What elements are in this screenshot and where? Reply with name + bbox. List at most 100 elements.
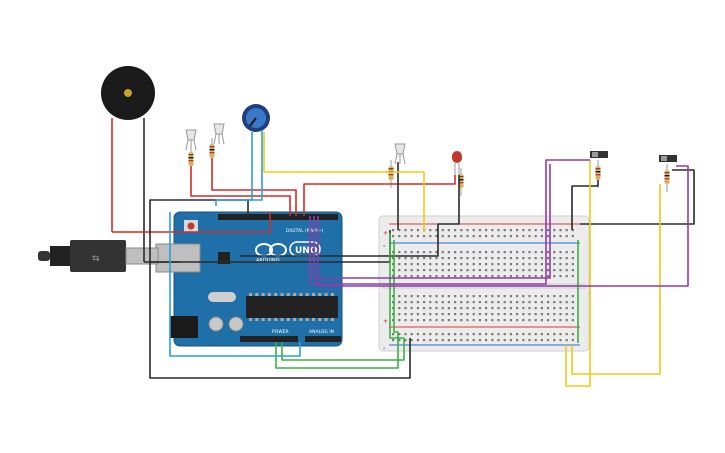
breadboard-hole[interactable]	[410, 319, 413, 322]
breadboard-hole[interactable]	[478, 275, 481, 278]
breadboard-hole[interactable]	[516, 229, 519, 232]
breadboard-hole[interactable]	[447, 257, 450, 260]
breadboard-hole[interactable]	[423, 313, 426, 316]
breadboard-hole[interactable]	[460, 333, 463, 336]
breadboard-hole[interactable]	[528, 319, 531, 322]
breadboard-hole[interactable]	[534, 313, 537, 316]
breadboard-hole[interactable]	[559, 339, 562, 342]
breadboard-hole[interactable]	[571, 313, 574, 316]
breadboard-hole[interactable]	[441, 295, 444, 298]
breadboard-hole[interactable]	[485, 263, 488, 266]
breadboard-hole[interactable]	[528, 301, 531, 304]
breadboard-hole[interactable]	[460, 313, 463, 316]
breadboard-hole[interactable]	[565, 333, 568, 336]
breadboard-hole[interactable]	[398, 251, 401, 254]
breadboard-hole[interactable]	[528, 295, 531, 298]
breadboard-hole[interactable]	[509, 319, 512, 322]
rgb-led-1[interactable]	[185, 129, 197, 151]
breadboard-hole[interactable]	[478, 339, 481, 342]
breadboard-hole[interactable]	[503, 263, 506, 266]
breadboard-hole[interactable]	[547, 307, 550, 310]
rgb-led-3[interactable]	[394, 143, 406, 165]
breadboard-hole[interactable]	[404, 307, 407, 310]
red-wire[interactable]	[190, 166, 291, 216]
breadboard-hole[interactable]	[454, 295, 457, 298]
breadboard-hole[interactable]	[491, 263, 494, 266]
breadboard-hole[interactable]	[447, 339, 450, 342]
breadboard-hole[interactable]	[423, 301, 426, 304]
breadboard-hole[interactable]	[441, 251, 444, 254]
breadboard-hole[interactable]	[429, 307, 432, 310]
breadboard-hole[interactable]	[540, 257, 543, 260]
breadboard-hole[interactable]	[528, 251, 531, 254]
breadboard-hole[interactable]	[404, 333, 407, 336]
breadboard-hole[interactable]	[516, 269, 519, 272]
red-wire[interactable]	[112, 212, 271, 233]
breadboard-hole[interactable]	[571, 301, 574, 304]
breadboard-hole[interactable]	[491, 251, 494, 254]
breadboard-hole[interactable]	[447, 313, 450, 316]
breadboard-hole[interactable]	[559, 251, 562, 254]
breadboard-hole[interactable]	[429, 301, 432, 304]
breadboard-hole[interactable]	[478, 257, 481, 260]
breadboard-hole[interactable]	[478, 307, 481, 310]
breadboard-hole[interactable]	[516, 275, 519, 278]
breadboard-hole[interactable]	[466, 333, 469, 336]
breadboard-hole[interactable]	[491, 339, 494, 342]
breadboard-hole[interactable]	[553, 295, 556, 298]
breadboard-hole[interactable]	[553, 307, 556, 310]
breadboard-hole[interactable]	[404, 235, 407, 238]
breadboard-hole[interactable]	[404, 257, 407, 260]
breadboard-hole[interactable]	[503, 251, 506, 254]
purple-wire[interactable]	[309, 159, 590, 285]
breadboard-hole[interactable]	[571, 333, 574, 336]
green-wire[interactable]	[281, 233, 405, 361]
breadboard-hole[interactable]	[571, 319, 574, 322]
breadboard-hole[interactable]	[466, 339, 469, 342]
blue-wire[interactable]	[215, 130, 263, 206]
breadboard-hole[interactable]	[491, 301, 494, 304]
breadboard-hole[interactable]	[571, 263, 574, 266]
breadboard-hole[interactable]	[478, 313, 481, 316]
breadboard-hole[interactable]	[410, 235, 413, 238]
breadboard-hole[interactable]	[466, 235, 469, 238]
breadboard-hole[interactable]	[472, 307, 475, 310]
breadboard-hole[interactable]	[416, 307, 419, 310]
breadboard-hole[interactable]	[435, 257, 438, 260]
breadboard-hole[interactable]	[435, 229, 438, 232]
breadboard-hole[interactable]	[509, 275, 512, 278]
breadboard-hole[interactable]	[534, 295, 537, 298]
breadboard-hole[interactable]	[491, 333, 494, 336]
breadboard-hole[interactable]	[460, 275, 463, 278]
breadboard-hole[interactable]	[416, 263, 419, 266]
rgb-led-2[interactable]	[213, 123, 225, 145]
breadboard-hole[interactable]	[410, 257, 413, 260]
breadboard-hole[interactable]	[423, 319, 426, 322]
breadboard-hole[interactable]	[534, 251, 537, 254]
breadboard-hole[interactable]	[485, 251, 488, 254]
breadboard-hole[interactable]	[392, 235, 395, 238]
breadboard-hole[interactable]	[565, 339, 568, 342]
breadboard-hole[interactable]	[528, 307, 531, 310]
breadboard-hole[interactable]	[534, 263, 537, 266]
breadboard-hole[interactable]	[503, 301, 506, 304]
breadboard-hole[interactable]	[416, 313, 419, 316]
breadboard-hole[interactable]	[454, 251, 457, 254]
breadboard-hole[interactable]	[447, 307, 450, 310]
breadboard-hole[interactable]	[441, 269, 444, 272]
breadboard-hole[interactable]	[491, 269, 494, 272]
breadboard-hole[interactable]	[528, 339, 531, 342]
breadboard-hole[interactable]	[478, 301, 481, 304]
breadboard-hole[interactable]	[547, 319, 550, 322]
breadboard-hole[interactable]	[460, 235, 463, 238]
breadboard-hole[interactable]	[454, 301, 457, 304]
breadboard-hole[interactable]	[547, 295, 550, 298]
breadboard-hole[interactable]	[516, 251, 519, 254]
breadboard-hole[interactable]	[404, 313, 407, 316]
breadboard-hole[interactable]	[466, 269, 469, 272]
breadboard-hole[interactable]	[416, 269, 419, 272]
breadboard-hole[interactable]	[540, 313, 543, 316]
breadboard-hole[interactable]	[553, 263, 556, 266]
breadboard-hole[interactable]	[447, 229, 450, 232]
breadboard-hole[interactable]	[571, 339, 574, 342]
